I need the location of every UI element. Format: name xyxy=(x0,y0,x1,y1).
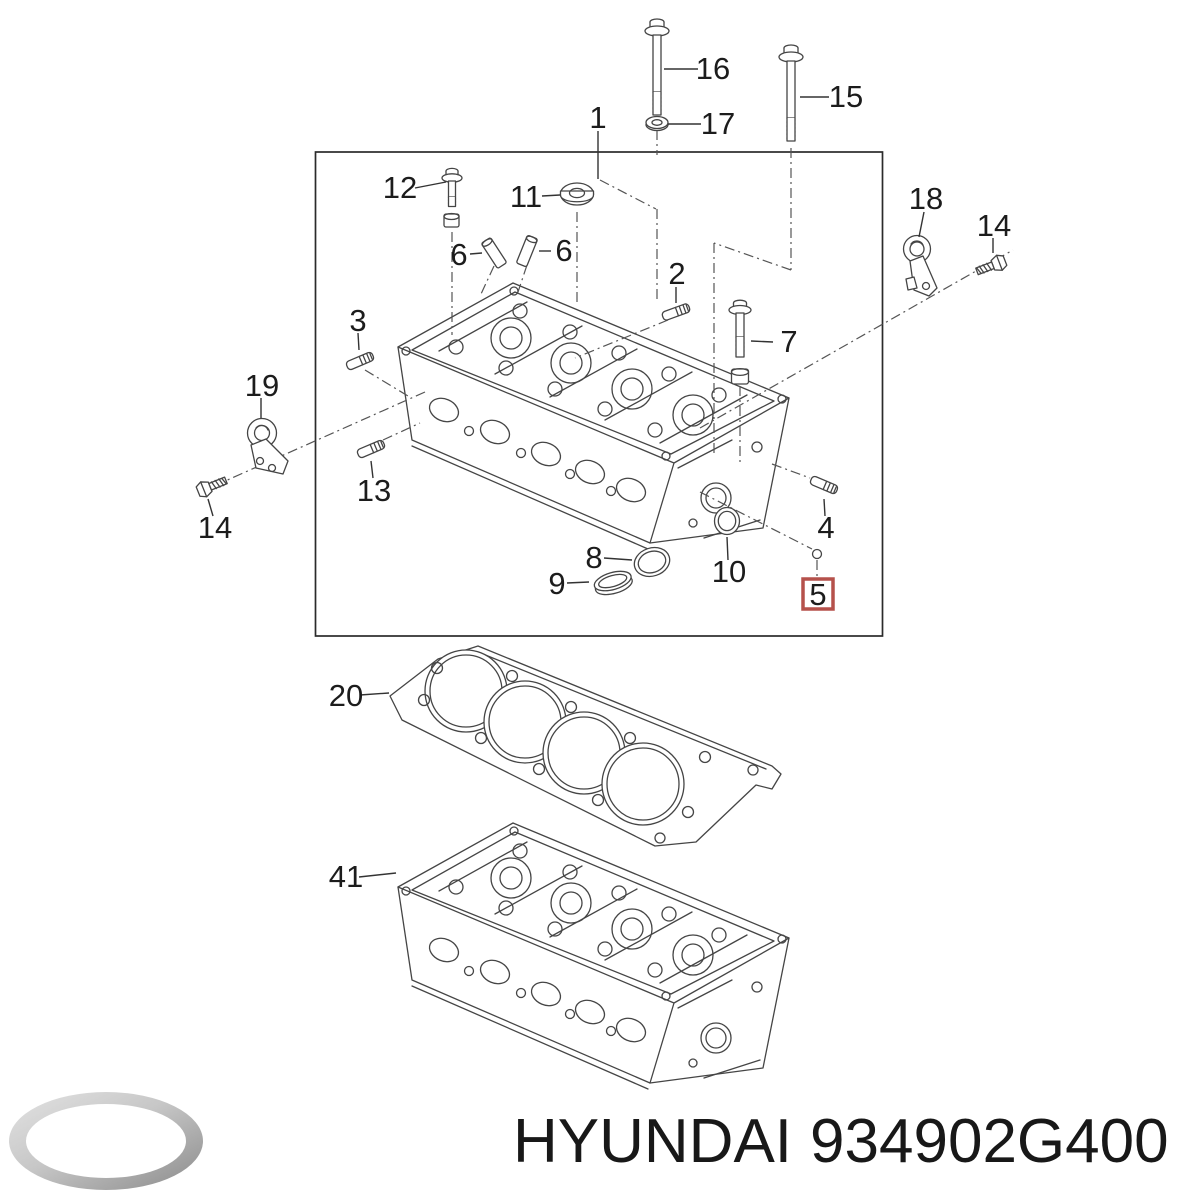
part-label-7: 7 xyxy=(780,324,797,359)
part-14-screw xyxy=(973,252,1009,280)
part-label-41: 41 xyxy=(329,859,363,894)
part-7-lifter xyxy=(730,367,750,385)
part-11-cap xyxy=(559,182,595,206)
part-label-3: 3 xyxy=(349,303,366,338)
part-4-stud xyxy=(808,474,840,496)
part-label-19: 19 xyxy=(245,368,279,403)
part-label-12: 12 xyxy=(383,170,417,205)
part-41-cylinder-head xyxy=(397,822,790,1090)
part-6-dowel-pin xyxy=(515,234,539,268)
part-label-4: 4 xyxy=(817,510,834,545)
part-label-11: 11 xyxy=(510,179,542,214)
part-15-head-bolt xyxy=(778,44,804,142)
part-label-13: 13 xyxy=(357,473,391,508)
part-label-20: 20 xyxy=(329,678,363,713)
part-20-head-gasket xyxy=(389,645,782,847)
part-10-seal-ring xyxy=(713,506,741,536)
part-label-1: 1 xyxy=(589,100,606,135)
hyundai-logo: H xyxy=(9,1092,203,1190)
part-label-9: 9 xyxy=(548,566,565,601)
part-2-stud xyxy=(660,302,692,322)
part-label-16: 16 xyxy=(696,51,730,86)
centerlines xyxy=(204,130,1014,578)
part-17-washer xyxy=(645,115,669,132)
assembly-outline-box xyxy=(314,151,884,637)
part-label-5-highlighted: 5 xyxy=(809,577,826,612)
part-label-8: 8 xyxy=(585,540,602,575)
part-label-14a: 14 xyxy=(977,208,1011,243)
part-7-bolt xyxy=(728,299,752,358)
part-14-screw xyxy=(194,472,230,500)
part-label-17: 17 xyxy=(701,106,735,141)
part-label-6b: 6 xyxy=(555,233,572,268)
part-label-18: 18 xyxy=(909,181,943,216)
part-12-tappet xyxy=(443,212,460,228)
part-label-10: 10 xyxy=(712,554,746,589)
part-label-6a: 6 xyxy=(450,237,467,272)
part-13-stud xyxy=(355,438,387,460)
part-8-o-ring xyxy=(633,546,671,578)
part-label-14b: 14 xyxy=(198,510,232,545)
part-19-bracket xyxy=(246,417,289,475)
part-18-bracket xyxy=(902,234,938,297)
part-9-seal xyxy=(593,570,633,596)
leader-lines xyxy=(207,68,994,878)
highlight-box-part-5 xyxy=(801,577,835,611)
part-3-stud xyxy=(344,350,376,372)
part-5-ball xyxy=(811,548,823,560)
part-12-bolt xyxy=(441,167,463,208)
part-label-15: 15 xyxy=(829,79,863,114)
part-label-2: 2 xyxy=(668,256,685,291)
part-16-head-bolt xyxy=(644,18,670,116)
part-labels: 16 15 17 1 12 11 6 6 2 18 14 7 3 19 13 1… xyxy=(198,51,1011,894)
part-6-dowel-pin xyxy=(480,236,508,270)
